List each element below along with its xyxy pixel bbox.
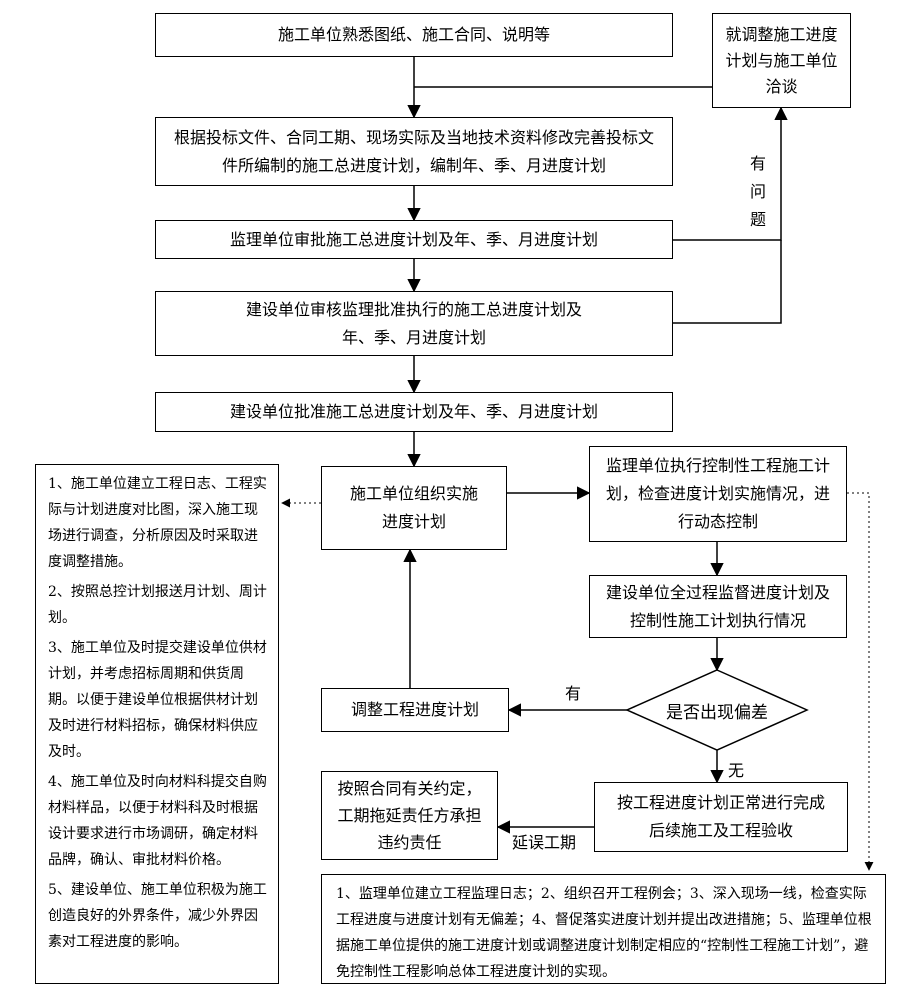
node-proceed-text: 按工程进度计划正常进行完成后续施工及工程验收 bbox=[616, 793, 825, 840]
dotted-control-to-bottom-note bbox=[847, 492, 874, 871]
label-problem-1: 有 bbox=[749, 154, 766, 173]
node-revise-plan: 根据投标文件、合同工期、现场实际及当地技术资料修改完善投标文件所编制的施工总进度… bbox=[155, 117, 673, 186]
node-familiarize: 施工单位熟悉图纸、施工合同、说明等 bbox=[155, 13, 673, 57]
left-note-item: 3、施工单位及时提交建设单位供材计划，并考虑招标周期和供货周期。以便于建设单位根… bbox=[48, 640, 267, 760]
node-revise-plan-text: 根据投标文件、合同工期、现场实际及当地技术资料修改完善投标文件所编制的施工总进度… bbox=[173, 127, 654, 175]
node-owner-approve-text: 建设单位批准施工总进度计划及年、季、月进度计划 bbox=[229, 402, 598, 421]
node-owner-review: 建设单位审核监理批准执行的施工总进度计划及年、季、月进度计划 bbox=[155, 291, 673, 356]
node-supervisor-approve: 监理单位审批施工总进度计划及年、季、月进度计划 bbox=[155, 220, 673, 259]
node-supervisor-control: 监理单位执行控制性工程施工计划，检查进度计划实施情况，进行动态控制 bbox=[589, 446, 847, 542]
node-supervisor-approve-text: 监理单位审批施工总进度计划及年、季、月进度计划 bbox=[229, 229, 598, 249]
node-deviation-text: 是否出现偏差 bbox=[666, 703, 768, 723]
left-note-item: 2、按照总控计划报送月计划、周计划。 bbox=[48, 584, 267, 626]
node-negotiate-text: 就调整施工进度计划与施工单位洽谈 bbox=[725, 24, 838, 96]
label-yes: 有 bbox=[565, 684, 582, 703]
node-negotiate: 就调整施工进度计划与施工单位洽谈 bbox=[712, 13, 851, 108]
left-note: 1、施工单位建立工程日志、工程实际与计划进度对比图，深入施工现场进行调查，分析原… bbox=[35, 464, 279, 984]
left-note-item: 4、施工单位及时向材料科提交自购材料样品，以便于材料科及时根据设计要求进行市场调… bbox=[48, 774, 267, 868]
left-note-item: 5、建设单位、施工单位积极为施工创造良好的外界条件，减少外界因素对工程进度的影响… bbox=[48, 882, 267, 950]
node-familiarize-text: 施工单位熟悉图纸、施工合同、说明等 bbox=[277, 25, 550, 44]
node-adjust: 调整工程进度计划 bbox=[321, 688, 509, 732]
label-problem-3: 题 bbox=[749, 210, 766, 229]
node-organize-text: 施工单位组织实施进度计划 bbox=[349, 484, 478, 531]
label-delay: 延误工期 bbox=[512, 833, 577, 852]
label-no: 无 bbox=[728, 761, 745, 780]
node-owner-approve: 建设单位批准施工总进度计划及年、季、月进度计划 bbox=[155, 392, 673, 432]
node-organize: 施工单位组织实施进度计划 bbox=[321, 466, 507, 550]
node-liability: 按照合同有关约定，工期拖延责任方承担违约责任 bbox=[321, 771, 498, 860]
node-proceed: 按工程进度计划正常进行完成后续施工及工程验收 bbox=[594, 782, 848, 852]
deviation-diamond bbox=[625, 669, 809, 751]
node-owner-supervise: 建设单位全过程监督进度计划及控制性施工计划执行情况 bbox=[589, 575, 847, 638]
node-owner-review-text: 建设单位审核监理批准执行的施工总进度计划及年、季、月进度计划 bbox=[245, 299, 582, 347]
label-problem-2: 问 bbox=[749, 182, 766, 201]
bottom-note-text: 1、监理单位建立工程监理日志；2、组织召开工程例会；3、深入现场一线，检查实际工… bbox=[336, 886, 872, 980]
node-supervisor-control-text: 监理单位执行控制性工程施工计划，检查进度计划实施情况，进行动态控制 bbox=[605, 456, 830, 531]
node-adjust-text: 调整工程进度计划 bbox=[350, 700, 479, 719]
node-owner-supervise-text: 建设单位全过程监督进度计划及控制性施工计划执行情况 bbox=[605, 582, 830, 630]
bottom-note: 1、监理单位建立工程监理日志；2、组织召开工程例会；3、深入现场一线，检查实际工… bbox=[321, 874, 886, 984]
line-owner-review-problem bbox=[673, 240, 782, 324]
left-note-item: 1、施工单位建立工程日志、工程实际与计划进度对比图，深入施工现场进行调查，分析原… bbox=[48, 476, 267, 570]
node-liability-text: 按照合同有关约定，工期拖延责任方承担违约责任 bbox=[337, 779, 482, 852]
